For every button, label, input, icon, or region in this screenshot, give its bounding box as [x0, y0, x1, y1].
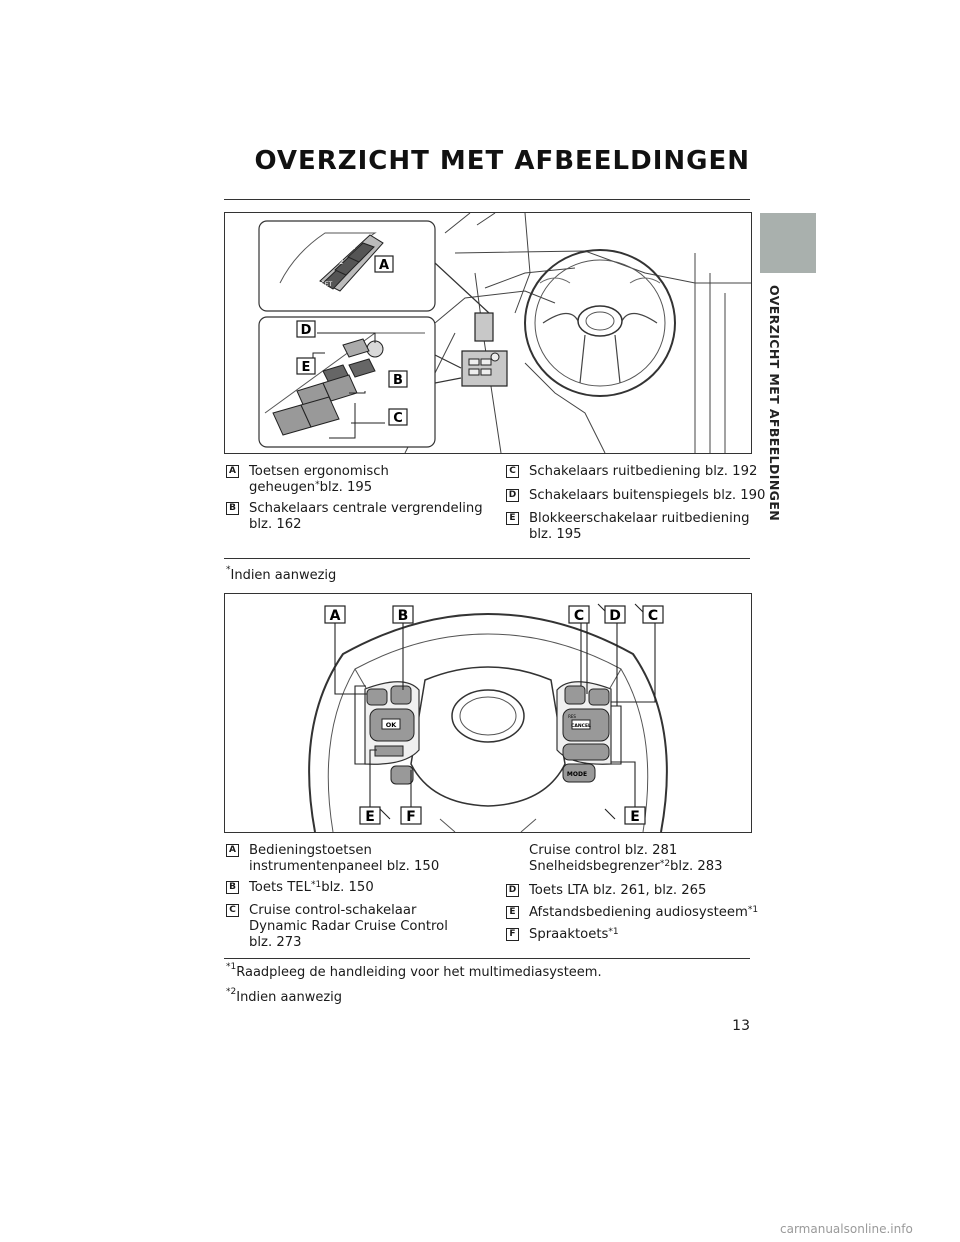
callout-c-right: C [648, 608, 658, 624]
left-spoke-controls: OK [364, 681, 420, 785]
right-spoke-controls: RES CANCEL MODE [556, 681, 612, 783]
footnote-mark: *2 [226, 987, 237, 997]
steering-wheel-illustration: OK RES CANCEL MODE [224, 593, 752, 833]
letter-box: A [226, 844, 239, 857]
set-label: SET [321, 281, 333, 288]
door-switches-illustration: 1 2 SET A D E B C [224, 212, 752, 454]
letter-box: B [226, 881, 239, 894]
callout-e: E [302, 360, 311, 375]
footnote-ref: * [315, 480, 320, 490]
steering-wheel-drawing: OK RES CANCEL MODE [308, 603, 668, 832]
footnote-ref: *1 [747, 905, 759, 915]
letter-box: F [506, 928, 519, 941]
letter-box: E [506, 906, 519, 919]
page-ref: blz. 195 [319, 480, 373, 495]
figure2-callouts: A B C D C E F E [324, 605, 664, 825]
door-switches-drawing: 1 2 SET A D E B C [258, 213, 751, 453]
letter-box: D [506, 489, 519, 502]
item-line: blz. 162 [249, 517, 302, 532]
letter-box: C [506, 465, 519, 478]
callout-d: D [609, 608, 621, 624]
window-switch-inset [258, 316, 436, 448]
res-button-label: RES [568, 714, 576, 719]
item-line: instrumentenpaneel blz. 150 [249, 859, 440, 874]
item-line: Cruise control-schakelaar [249, 903, 417, 918]
footnote-2: *1Raadpleeg de handleiding voor het mult… [226, 962, 602, 980]
item-line: Schakelaars centrale vergrendeling [249, 501, 483, 516]
item-line: Bedieningstoetsen [249, 843, 372, 858]
footnote-ref: *2 [659, 859, 671, 869]
callout-c: C [393, 411, 403, 426]
footnote-mark: * [226, 565, 231, 575]
callout-d: D [301, 323, 312, 338]
item-line: blz. 195 [529, 527, 582, 542]
header-rule [224, 199, 750, 200]
letter-box: E [506, 512, 519, 525]
item-line: Toets TEL [249, 880, 311, 895]
footnote-3: *2Indien aanwezig [226, 987, 343, 1005]
item-line: Blokkeerschakelaar ruitbediening [529, 511, 750, 526]
callout-b: B [398, 608, 409, 624]
page-number: 13 [732, 1018, 750, 1034]
cancel-button-label: CANCEL [571, 723, 591, 729]
chapter-tab [760, 213, 816, 273]
watermark: carmanualsonline.info [780, 1222, 913, 1236]
callout-e: E [365, 809, 375, 825]
callout-e-right: E [630, 809, 640, 825]
item-line: blz. 273 [249, 935, 302, 950]
chapter-label: OVERZICHT MET AFBEELDINGEN [767, 285, 782, 522]
item-line: Dynamic Radar Cruise Control [249, 919, 448, 934]
callout-f: F [406, 809, 416, 825]
footnote-text: Indien aanwezig [236, 990, 343, 1005]
item-line: Schakelaars ruitbediening blz. 192 [529, 464, 758, 479]
item-line: Toetsen ergonomisch [249, 464, 389, 479]
letter-box: D [506, 884, 519, 897]
memory-switch-inset: 1 2 SET [258, 220, 436, 312]
callout-a: A [330, 608, 341, 624]
item-line: Spraaktoets [529, 927, 609, 942]
footnote-text: Indien aanwezig [230, 568, 337, 583]
footnote-mark: *1 [226, 962, 237, 972]
item-line: Schakelaars buitenspiegels blz. 190 [529, 488, 766, 503]
footnote-1: *Indien aanwezig [226, 565, 337, 583]
figure1-callouts: A D E B C [296, 255, 408, 426]
callout-c: C [574, 608, 584, 624]
item-line: Toets LTA blz. 261, blz. 265 [529, 883, 707, 898]
section-rule [224, 958, 750, 959]
item-line: Snelheidsbegrenzer [529, 859, 660, 874]
letter-box: C [226, 904, 239, 917]
footnote-text: Raadpleeg de handleiding voor het multim… [236, 965, 602, 980]
memory-2-label: 2 [339, 258, 343, 266]
page-ref: blz. 283 [670, 859, 723, 874]
ok-button-label: OK [386, 721, 398, 729]
item-line: Cruise control blz. 281 [529, 843, 678, 858]
mode-button-label: MODE [567, 771, 587, 778]
memory-1-label: 1 [351, 243, 355, 251]
page-ref: blz. 150 [321, 880, 374, 895]
page-title: OVERZICHT MET AFBEELDINGEN [254, 146, 750, 176]
item-line: geheugen [249, 480, 316, 495]
footnote-ref: *1 [310, 880, 322, 890]
section-rule [224, 558, 750, 559]
item-line: Afstandsbediening audiosysteem [529, 905, 748, 920]
callout-a: A [379, 258, 389, 273]
letter-box: A [226, 465, 239, 478]
letter-box: B [226, 502, 239, 515]
footnote-ref: *1 [608, 927, 619, 937]
callout-b: B [393, 373, 403, 388]
